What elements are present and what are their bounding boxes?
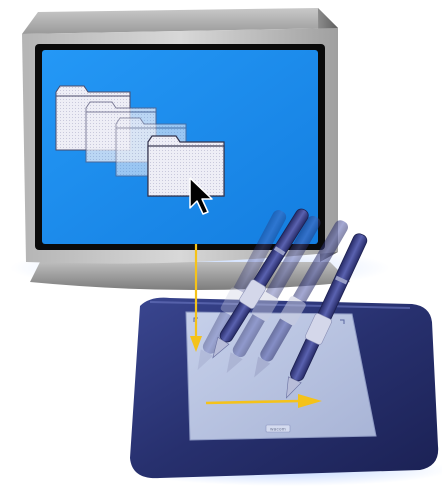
tablet-brand-label: wacom [270,427,286,432]
folder-icon [148,136,224,196]
